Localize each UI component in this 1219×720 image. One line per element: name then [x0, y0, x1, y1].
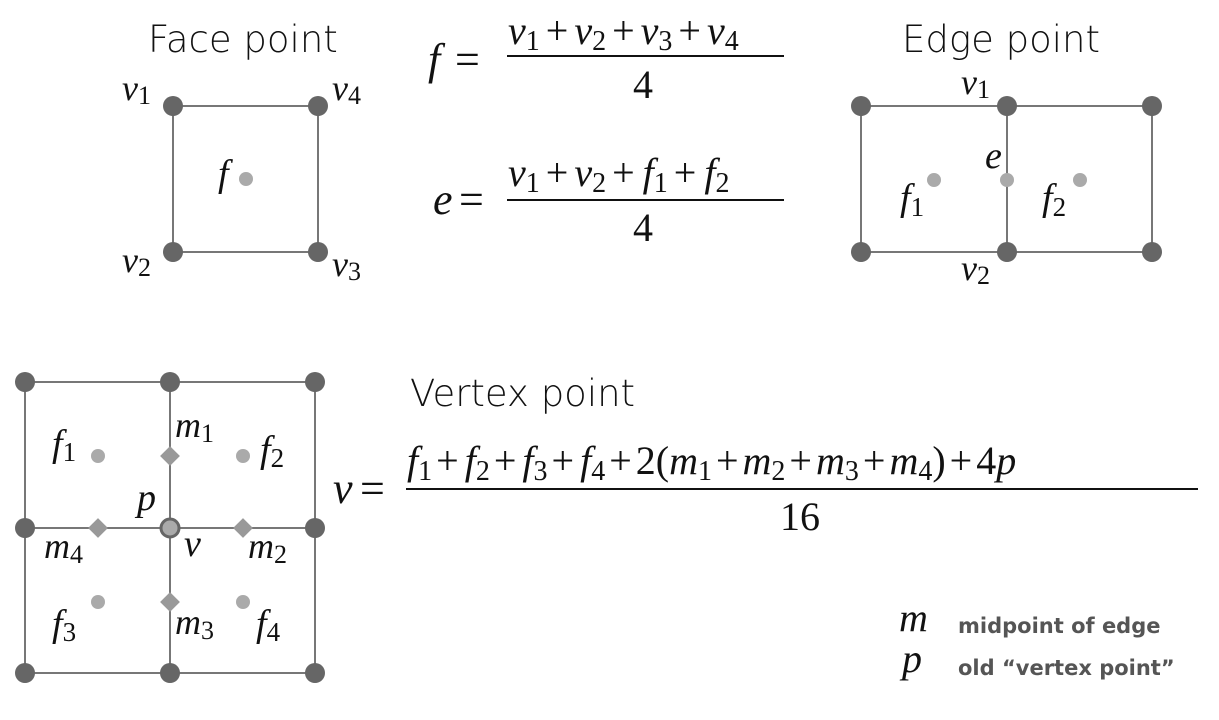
midpoint-m1 — [160, 446, 180, 466]
formula-e-denominator: 4 — [633, 205, 653, 250]
face-point-formula: f = v1+v2+v3+v4 4 — [428, 8, 784, 107]
label-m1: m1 — [175, 405, 214, 448]
label-v2: v2 — [122, 240, 151, 282]
label-f: f — [218, 153, 233, 195]
grid-vertex — [305, 372, 325, 392]
edge-point-formula: e = v1+v2+f1+f2 4 — [433, 150, 784, 250]
edge-point-title: Edge point — [902, 18, 1100, 61]
label-f2: f2 — [260, 429, 284, 473]
face-quad — [163, 96, 328, 262]
label-v: v — [184, 523, 201, 565]
formula-f-eq: = — [455, 35, 480, 84]
face-point-f2 — [236, 449, 250, 463]
formula-f-denominator: 4 — [633, 62, 653, 107]
formula-e-lhs: e — [433, 175, 453, 224]
grid-vertex — [305, 663, 325, 683]
legend-desc-p: old “vertex point” — [958, 656, 1175, 680]
vertex-bottom-right — [1142, 242, 1162, 262]
grid-vertex — [305, 518, 325, 538]
vertex-v2 — [997, 242, 1017, 262]
label-f1: f1 — [52, 423, 76, 467]
formula-v-eq: = — [360, 464, 385, 513]
vertex-v2 — [163, 242, 183, 262]
grid-vertex — [15, 663, 35, 683]
label-m2: m2 — [248, 526, 287, 569]
grid-vertex — [15, 372, 35, 392]
grid-vertex — [15, 518, 35, 538]
label-v1: v1 — [961, 62, 990, 104]
formula-f-lhs: f — [428, 35, 446, 84]
vertex-point-grid: f1 f2 f3 f4 m1 m2 m3 m4 p v — [15, 372, 325, 683]
center-vertex-p — [159, 517, 181, 539]
vertex-v3 — [308, 242, 328, 262]
vertex-bottom-left — [851, 242, 871, 262]
edge-quads — [851, 96, 1162, 262]
midpoint-m4 — [88, 518, 108, 538]
face-point-f — [239, 172, 253, 186]
legend-desc-m: midpoint of edge — [958, 614, 1161, 638]
label-f3: f3 — [52, 603, 76, 647]
formula-e-eq: = — [459, 175, 484, 224]
vertex-v4 — [308, 96, 328, 116]
label-f1: f1 — [900, 177, 924, 222]
vertex-top-right — [1142, 96, 1162, 116]
label-v2: v2 — [961, 248, 990, 290]
edge-point-panel: Edge point v1 v2 e f1 f2 — [851, 18, 1162, 290]
face-point-f1 — [91, 449, 105, 463]
formula-v-numerator: f1+f2+f3+f4+2(m1+m2+m3+m4)+4p — [407, 438, 1016, 487]
face-point-f1 — [927, 173, 941, 187]
formula-f-numerator: v1+v2+v3+v4 — [508, 8, 739, 57]
formula-e-numerator: v1+v2+f1+f2 — [508, 150, 729, 199]
legend: m midpoint of edge p old “vertex point” — [899, 595, 1175, 681]
face-point-f3 — [91, 595, 105, 609]
vertex-v1 — [997, 96, 1017, 116]
label-f4: f4 — [256, 603, 281, 647]
label-v3: v3 — [332, 244, 361, 286]
vertex-top-left — [851, 96, 871, 116]
face-point-f4 — [236, 595, 250, 609]
vertex-point-formula: Vertex point v = f1+f2+f3+f4+2(m1+m2+m3+… — [333, 372, 1198, 539]
label-p: p — [134, 477, 156, 519]
vertex-v1 — [163, 96, 183, 116]
edge-point-e — [1000, 173, 1014, 187]
face-point-panel: Face point v1 v4 v2 v3 f — [122, 18, 361, 286]
label-m3: m3 — [175, 602, 214, 645]
label-v4: v4 — [332, 68, 361, 110]
vertex-point-title: Vertex point — [410, 372, 635, 415]
face-point-title: Face point — [148, 18, 338, 61]
legend-symbol-m: m — [899, 595, 928, 640]
grid-vertex — [160, 372, 180, 392]
label-f2: f2 — [1042, 177, 1066, 222]
formula-v-denominator: 16 — [780, 494, 820, 539]
label-e: e — [985, 135, 1002, 177]
face-point-f2 — [1073, 173, 1087, 187]
label-m4: m4 — [44, 526, 83, 569]
face-quad-edges — [172, 105, 319, 253]
label-v1: v1 — [122, 68, 151, 110]
legend-symbol-p: p — [899, 636, 922, 681]
formula-v-lhs: v — [333, 464, 353, 513]
grid-vertex — [160, 663, 180, 683]
